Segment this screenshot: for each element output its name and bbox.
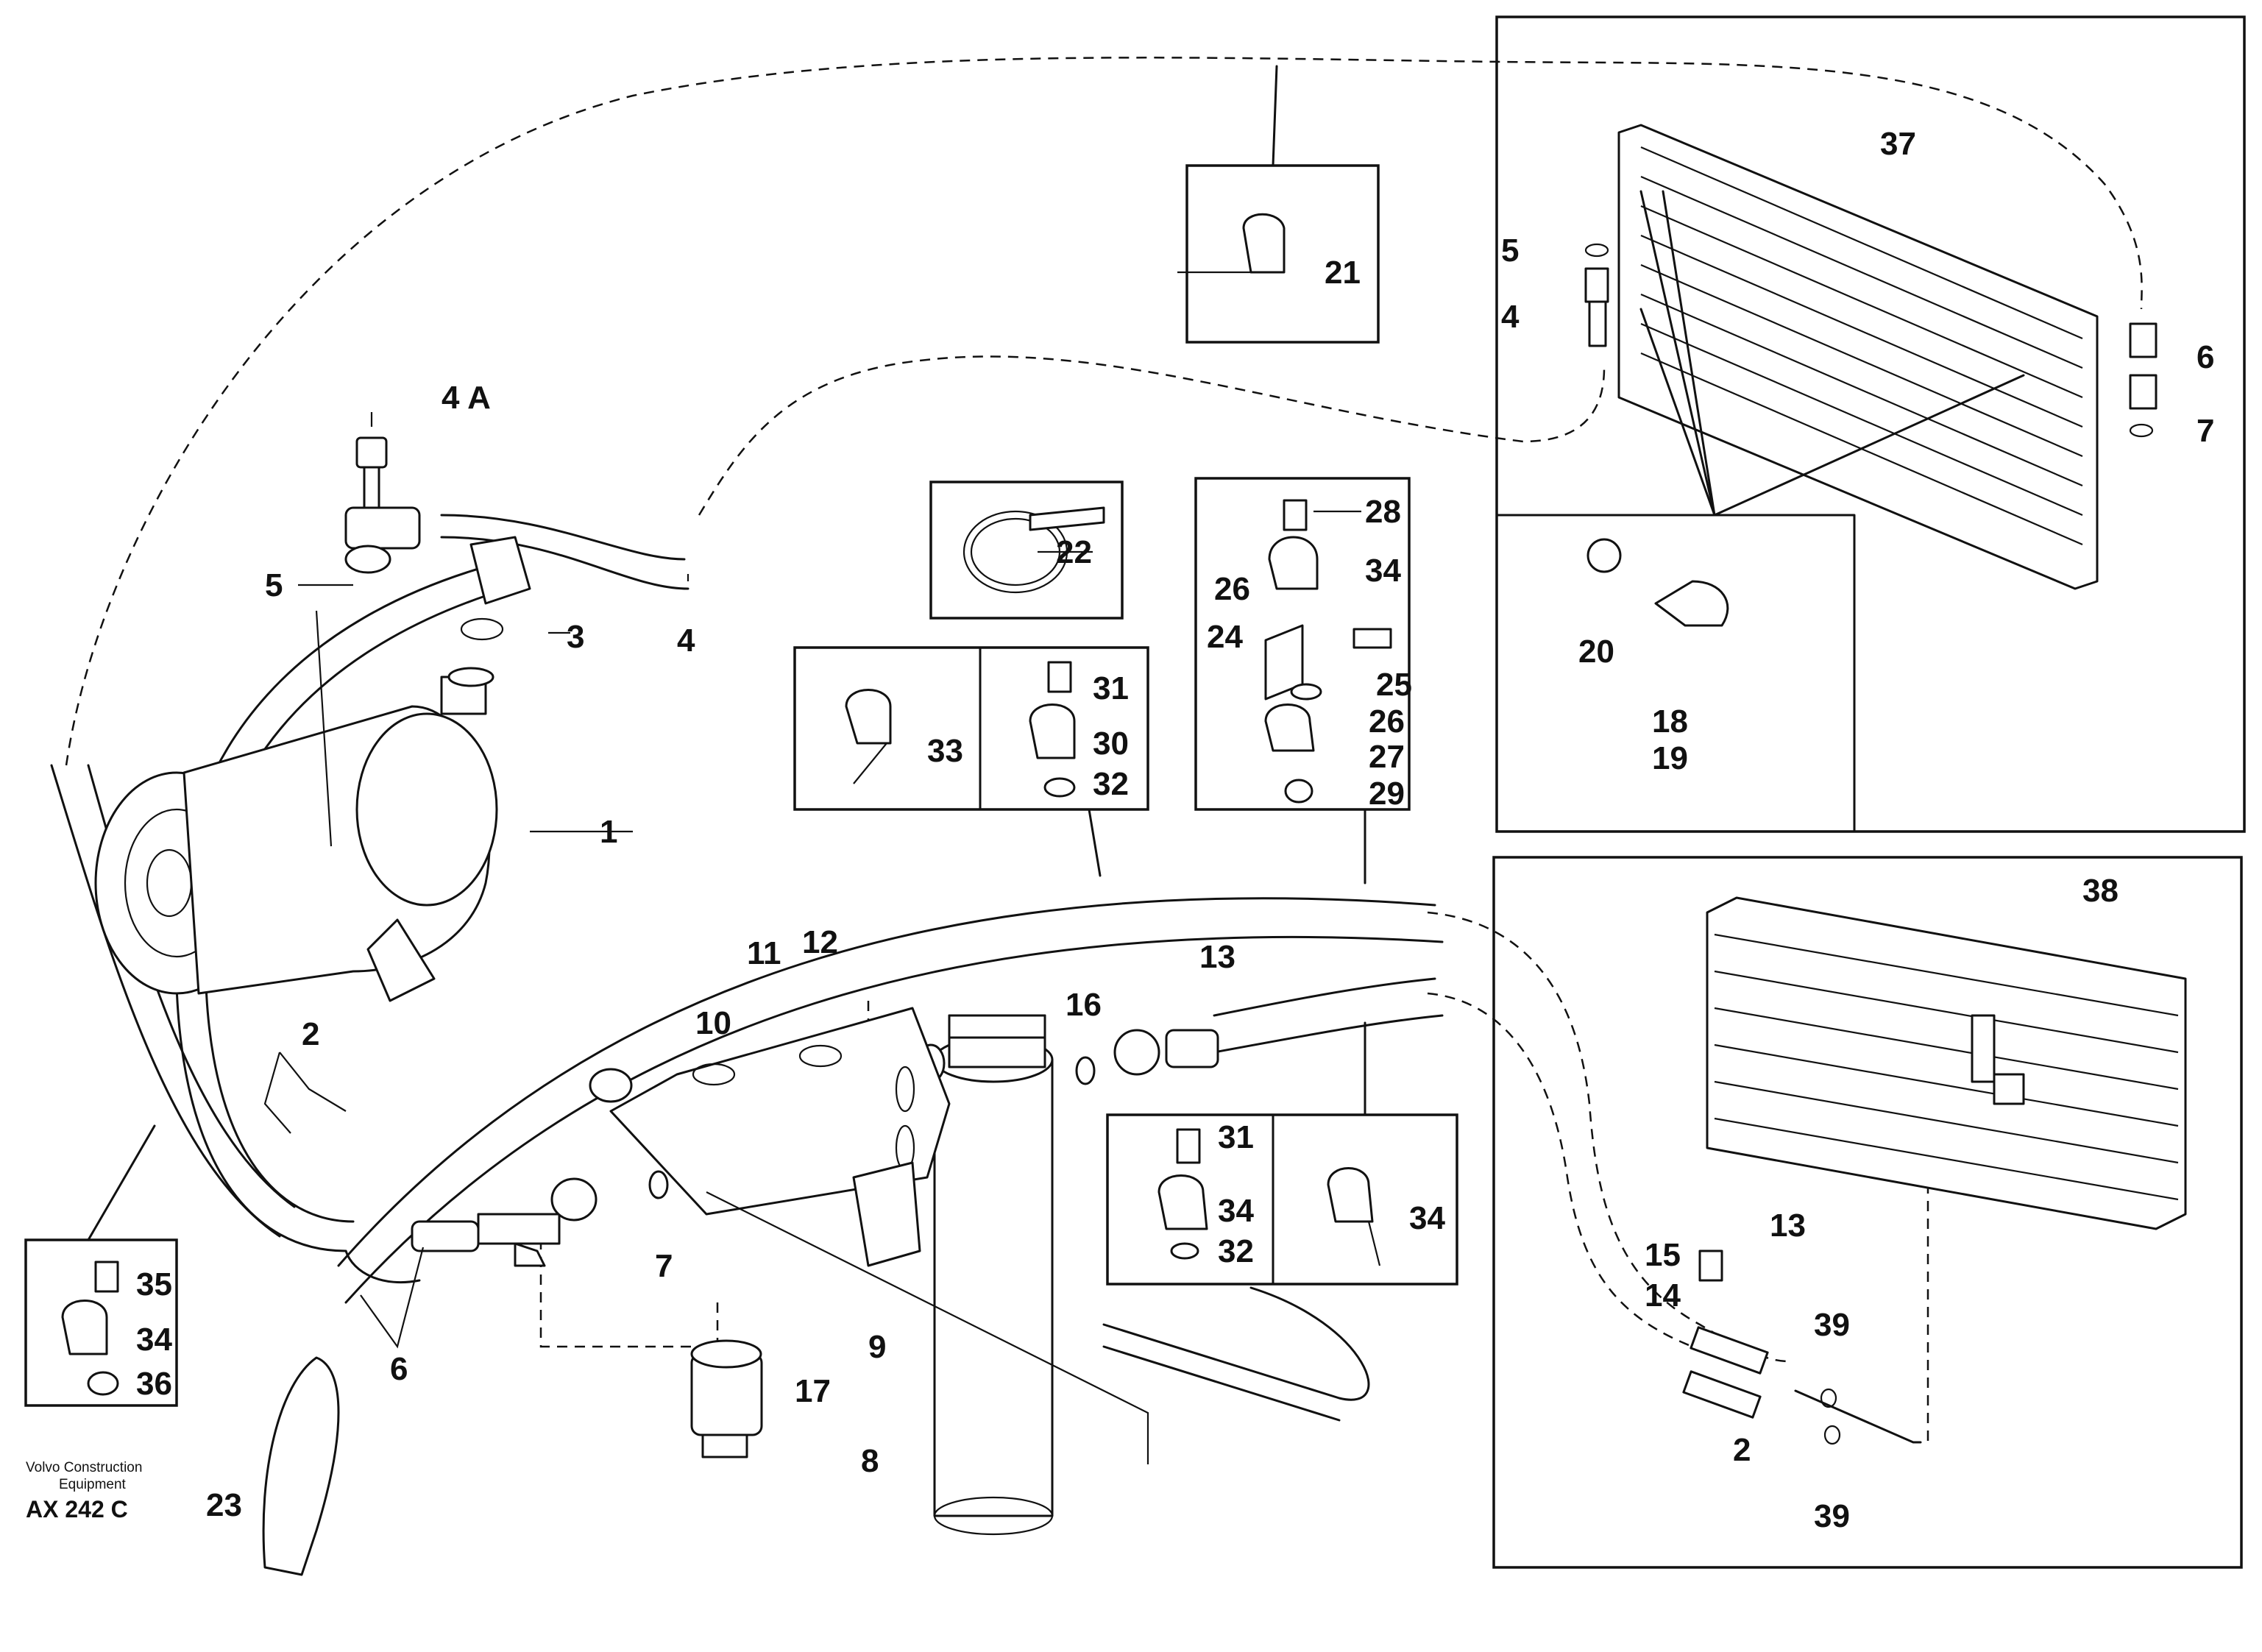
compressor-fittings	[344, 436, 531, 641]
callout-29: 29	[1369, 776, 1405, 812]
callout-24: 24	[1207, 619, 1243, 655]
callout-27: 27	[1369, 739, 1405, 775]
callout-36: 36	[136, 1366, 172, 1402]
callout-30: 30	[1093, 726, 1129, 762]
callout-5: 5	[265, 567, 283, 603]
callout-34a: 34	[1365, 553, 1401, 589]
detail-box-35-36	[24, 1124, 178, 1407]
condenser-box	[1495, 15, 2246, 833]
callout-18: 18	[1652, 703, 1688, 740]
callout-13b: 13	[1770, 1208, 1806, 1244]
callout-1: 1	[600, 814, 617, 850]
footer-info: Volvo Construction Equipment AX 242 C	[26, 1460, 142, 1522]
cable-strap-23	[262, 1356, 340, 1576]
callout-21: 21	[1325, 255, 1361, 291]
callout-26b: 26	[1369, 703, 1405, 740]
callout-6: 6	[390, 1351, 408, 1387]
detail-box-24-29	[1194, 477, 1411, 885]
callout-2: 2	[302, 1016, 319, 1052]
company-name-line1: Volvo Construction	[26, 1460, 142, 1475]
callout-15: 15	[1645, 1237, 1681, 1273]
callout-13: 13	[1199, 939, 1235, 975]
compressor	[94, 667, 498, 1002]
callout-28: 28	[1365, 494, 1401, 530]
callout-22: 22	[1056, 534, 1092, 570]
callout-26a: 26	[1214, 571, 1250, 607]
company-name-line2: Equipment	[59, 1477, 127, 1492]
leader-lines	[263, 271, 1381, 1349]
detail-box-21	[1185, 65, 1380, 344]
callout-16: 16	[1066, 987, 1102, 1023]
callout-31b: 31	[1218, 1119, 1254, 1155]
callout-4a: 4 A	[442, 380, 491, 416]
callout-37: 37	[1880, 126, 1916, 162]
callout-9: 9	[868, 1329, 886, 1365]
callout-34c: 34	[1409, 1200, 1445, 1236]
drawing-reference: AX 242 C	[26, 1496, 128, 1522]
evaporator-box	[1492, 856, 2243, 1569]
receiver-drier	[916, 1014, 1054, 1536]
fittings-group	[411, 1029, 1219, 1267]
callout-23: 23	[206, 1487, 242, 1523]
callout-32b: 32	[1218, 1233, 1254, 1269]
callout-11: 11	[747, 935, 781, 971]
callout-34d: 34	[136, 1322, 172, 1358]
pressure-switch	[690, 1339, 763, 1458]
callout-4: 4	[677, 623, 695, 659]
callout-7b: 7	[2197, 413, 2214, 449]
callout-38: 38	[2082, 873, 2119, 909]
detail-box-22	[929, 481, 1124, 620]
callout-32a: 32	[1093, 766, 1129, 802]
callout-4b: 4	[1501, 299, 1520, 335]
callout-labels: 1 2 3 4 4 A 5 6 7 8 9 10 11 12 13 16 17 …	[136, 126, 2214, 1534]
callout-14: 14	[1645, 1277, 1681, 1314]
refrigerant-hoses	[50, 514, 1444, 1304]
callout-25: 25	[1376, 667, 1412, 703]
callout-39b: 39	[1814, 1498, 1850, 1534]
callout-31a: 31	[1093, 670, 1129, 706]
callout-5b: 5	[1501, 233, 1519, 269]
callout-7: 7	[655, 1248, 673, 1284]
detail-box-31-34	[1106, 1021, 1458, 1286]
callout-17: 17	[795, 1373, 831, 1409]
callout-34b: 34	[1218, 1193, 1254, 1229]
callout-3: 3	[567, 619, 584, 655]
callout-2b: 2	[1733, 1432, 1751, 1468]
callout-35: 35	[136, 1266, 172, 1302]
mounting-bracket	[589, 1007, 1370, 1464]
callout-39a: 39	[1814, 1307, 1850, 1343]
callout-20: 20	[1578, 634, 1614, 670]
callout-33: 33	[927, 733, 963, 769]
detail-box-30-33	[793, 646, 1149, 877]
callout-12: 12	[802, 924, 838, 960]
callout-19: 19	[1652, 740, 1688, 776]
callout-10: 10	[695, 1005, 731, 1041]
callout-6b: 6	[2197, 339, 2214, 375]
callout-8: 8	[861, 1443, 879, 1479]
